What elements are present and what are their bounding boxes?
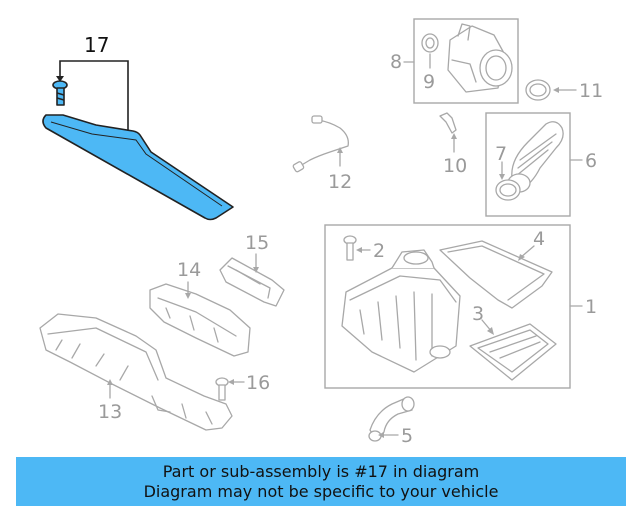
callout-1: 1 <box>585 296 597 318</box>
part-1-air-box[interactable] <box>341 249 461 373</box>
callout-5: 5 <box>401 425 413 447</box>
part-2-screw[interactable] <box>343 235 357 261</box>
part-5-group[interactable]: 5 <box>368 396 415 447</box>
part-8-box <box>413 18 519 104</box>
info-banner: Part or sub-assembly is #17 in diagram D… <box>16 457 626 506</box>
part-17-panel[interactable] <box>42 114 234 221</box>
part-9-gasket[interactable] <box>421 33 439 53</box>
part-13-lower-duct[interactable] <box>39 313 233 431</box>
part-17-group[interactable]: 17 <box>42 33 234 221</box>
banner-line-1: Part or sub-assembly is #17 in diagram <box>162 461 480 481</box>
part-11-group[interactable]: 11 <box>525 79 603 102</box>
callout-14: 14 <box>177 259 201 281</box>
part-4-cover[interactable] <box>439 240 553 309</box>
part-12-sensor-harness[interactable] <box>299 119 349 167</box>
callout-9: 9 <box>423 71 435 93</box>
part-6-group[interactable]: 6 7 <box>485 112 597 217</box>
callout-6: 6 <box>585 150 597 172</box>
callout-15: 15 <box>245 232 269 254</box>
callout-17-leader <box>59 60 129 132</box>
part-8-group[interactable]: 8 9 <box>390 18 519 104</box>
part-8-throttle-body[interactable] <box>447 23 513 93</box>
part-14-group[interactable]: 14 <box>149 259 251 357</box>
part-15-bracket[interactable] <box>219 257 285 307</box>
part-16-screw[interactable] <box>215 377 229 401</box>
part-3-filter[interactable] <box>469 323 557 381</box>
callout-2: 2 <box>373 240 385 262</box>
callout-3: 3 <box>472 303 484 325</box>
callout-13: 13 <box>98 401 122 423</box>
callout-17-arrow-left <box>56 76 64 82</box>
banner-line-2: Diagram may not be specific to your vehi… <box>143 481 499 501</box>
part-15-group[interactable]: 15 <box>219 232 285 307</box>
part-7-clamp[interactable] <box>495 179 521 201</box>
callout-4: 4 <box>533 228 545 250</box>
part-6-air-hose[interactable] <box>507 121 564 193</box>
part-13-group[interactable]: 13 <box>39 313 233 431</box>
part-1-group[interactable]: 1 2 4 <box>324 224 597 389</box>
part-17-bolt[interactable] <box>52 80 68 106</box>
part-6-box <box>485 112 571 217</box>
callout-12: 12 <box>328 171 352 193</box>
callout-7: 7 <box>495 143 507 165</box>
callout-17: 17 <box>84 33 109 57</box>
callout-10: 10 <box>443 155 467 177</box>
parts-diagram: 17 8 9 <box>39 18 603 447</box>
part-10-group[interactable]: 10 <box>439 112 467 177</box>
part-16-group[interactable]: 16 <box>215 372 270 401</box>
callout-11: 11 <box>579 80 603 102</box>
callout-8: 8 <box>390 51 402 73</box>
part-14-duct[interactable] <box>149 283 251 357</box>
callout-16: 16 <box>246 372 270 394</box>
part-12-group[interactable]: 12 <box>292 115 353 193</box>
part-10-bolt[interactable] <box>439 112 457 134</box>
